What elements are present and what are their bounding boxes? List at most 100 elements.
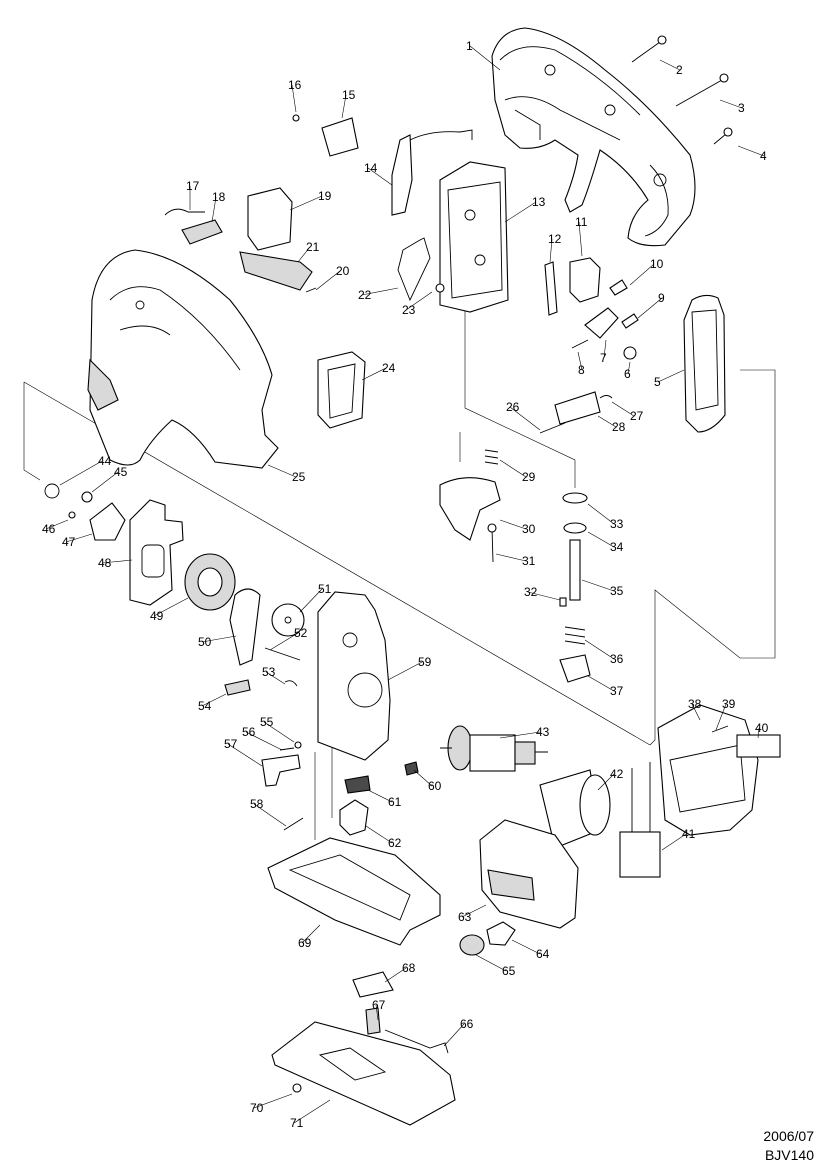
leader-line-45: [91, 471, 119, 493]
leader-line-63: [461, 904, 487, 918]
leader-line-23: [405, 291, 433, 311]
leader-line-28: [597, 415, 617, 428]
leader-line-52: [269, 632, 299, 651]
part-switch-assembly: [164, 187, 317, 293]
leader-line-7: [603, 339, 607, 359]
part-number-40: 40: [755, 721, 769, 735]
part-rear-housing: [657, 704, 759, 836]
part-number-33: 33: [610, 517, 624, 531]
leader-line-53: [265, 671, 286, 685]
leader-line-12: [549, 238, 553, 263]
leader-line-49: [153, 597, 189, 617]
part-guide-group: [339, 761, 419, 836]
leader-line-11: [578, 221, 583, 257]
leader-line-31: [495, 553, 527, 562]
part-number-13: 13: [532, 195, 546, 209]
part-small-hardware: [571, 279, 639, 360]
part-shoe-fasteners: [352, 971, 449, 1054]
leader-line-46: [45, 519, 69, 530]
part-number-18: 18: [212, 190, 226, 204]
part-number-61: 61: [388, 795, 402, 809]
leader-line-42: [597, 773, 615, 791]
part-number-70: 70: [250, 1101, 264, 1115]
leader-line-14: [367, 167, 393, 186]
part-number-5: 5: [654, 375, 661, 389]
part-number-55: 55: [260, 715, 274, 729]
leader-line-5: [657, 369, 685, 383]
part-terminal-block: [317, 351, 366, 429]
part-number-68: 68: [402, 961, 416, 975]
part-number-17: 17: [186, 179, 200, 193]
leader-line-44: [59, 460, 103, 486]
leader-line-35: [581, 579, 615, 592]
part-inner-frame: [439, 161, 509, 313]
part-number-67: 67: [372, 998, 386, 1012]
leader-line-4: [737, 145, 765, 157]
leader-line-48: [101, 559, 133, 564]
part-number-58: 58: [250, 797, 264, 811]
part-base: [267, 837, 441, 946]
part-number-57: 57: [224, 737, 238, 751]
part-brush-holder: [619, 762, 661, 878]
leader-line-2: [659, 59, 681, 71]
part-gasket: [683, 294, 726, 433]
part-number-25: 25: [292, 470, 306, 484]
part-number-2: 2: [676, 63, 683, 77]
part-switch-lever: [391, 129, 473, 216]
part-number-34: 34: [610, 540, 624, 554]
part-number-44: 44: [98, 454, 112, 468]
leader-line-66: [443, 1023, 465, 1047]
part-gasket-small: [229, 588, 261, 666]
leader-line-13: [504, 201, 537, 223]
leader-line-22: [361, 287, 399, 296]
leader-line-30: [499, 519, 527, 530]
leader-line-21: [297, 246, 311, 263]
leader-line-37: [587, 675, 615, 692]
part-number-1: 1: [466, 39, 473, 53]
leader-line-70: [253, 1093, 293, 1109]
leader-line-50: [201, 635, 237, 643]
leader-line-32: [527, 591, 561, 601]
leader-line-68: [384, 967, 407, 983]
part-number-54: 54: [198, 699, 212, 713]
part-number-29: 29: [522, 470, 536, 484]
part-lock-group: [261, 741, 304, 831]
leader-line-15: [341, 94, 347, 119]
part-number-64: 64: [536, 947, 550, 961]
part-number-65: 65: [502, 964, 516, 978]
part-number-45: 45: [114, 465, 128, 479]
part-number-47: 47: [62, 535, 76, 549]
leader-line-40: [757, 727, 760, 739]
leader-line-25: [267, 464, 297, 478]
leader-line-9: [637, 297, 663, 319]
part-number-66: 66: [460, 1017, 474, 1031]
part-wire-clip: [397, 237, 445, 302]
leader-line-67: [375, 1004, 379, 1021]
part-gear-housing: [317, 591, 391, 761]
part-number-50: 50: [198, 635, 212, 649]
part-number-63: 63: [458, 910, 472, 924]
part-housing-left: [87, 249, 279, 469]
leader-line-16: [291, 84, 297, 113]
part-number-7: 7: [600, 351, 607, 365]
part-spring-29: [484, 449, 499, 465]
leader-line-18: [211, 196, 217, 223]
part-number-24: 24: [382, 361, 396, 375]
part-gear: [184, 553, 236, 611]
part-pin: [487, 523, 497, 563]
part-number-46: 46: [42, 522, 56, 536]
part-number-59: 59: [418, 655, 432, 669]
part-number-10: 10: [650, 257, 664, 271]
leader-line-59: [387, 661, 423, 681]
part-guide-assembly: [539, 391, 613, 434]
part-number-28: 28: [612, 420, 626, 434]
part-number-8: 8: [578, 363, 585, 377]
part-number-39: 39: [722, 697, 736, 711]
part-number-32: 32: [524, 585, 538, 599]
leader-line-26: [509, 406, 541, 431]
part-number-69: 69: [298, 936, 312, 950]
part-number-60: 60: [428, 779, 442, 793]
part-number-71: 71: [290, 1116, 304, 1130]
